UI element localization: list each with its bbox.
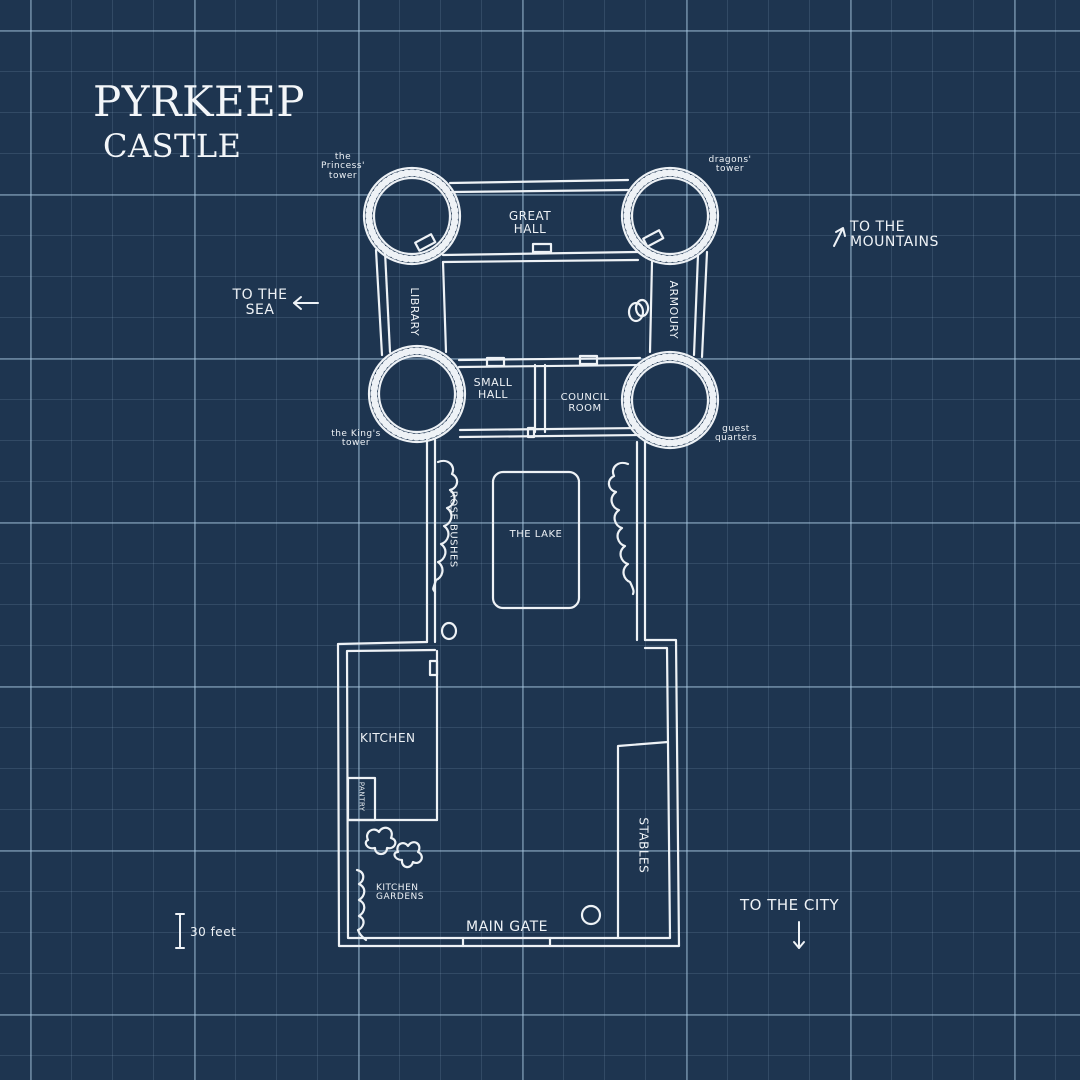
pantry-label: Pantry <box>357 781 366 812</box>
dragons-tower-label: dragons' tower <box>708 155 752 175</box>
small-hall-label: Small Hall <box>473 376 513 401</box>
stables-label: Stables <box>636 817 651 874</box>
dragons-tower-shape <box>620 166 720 266</box>
arrow-sea-icon <box>293 296 319 310</box>
kings-tower-label: the King's tower <box>331 429 381 449</box>
guest-quarters-label: guest quarters <box>714 424 758 444</box>
princess-tower-shape <box>362 166 462 266</box>
rose-bushes-shape <box>432 459 635 596</box>
scale-label: 30 feet <box>190 925 237 939</box>
north-walls <box>441 178 640 264</box>
stables-shape <box>580 740 670 940</box>
guest-tower-shape <box>620 350 720 450</box>
library-wing <box>374 248 448 357</box>
library-label: Library <box>407 287 421 337</box>
halls-block <box>457 354 642 439</box>
direction-mountains-label: To the mountains <box>850 219 939 250</box>
lake-shape <box>491 470 581 610</box>
kitchen-label: Kitchen <box>360 731 416 745</box>
direction-city-label: To the city <box>740 896 840 914</box>
scale-bar-icon <box>175 913 185 949</box>
kitchen-gardens-shape <box>355 826 423 942</box>
main-gate-label: Main Gate <box>466 919 548 935</box>
rose-bushes-label: Rose Bushes <box>447 490 459 568</box>
kitchen-gardens-label: Kitchen Gardens <box>376 883 424 903</box>
great-hall-label: Great Hall <box>508 209 552 236</box>
armoury-wing <box>627 250 709 359</box>
arrow-city-icon <box>793 921 805 949</box>
lake-label: The Lake <box>509 529 563 540</box>
arrows <box>293 227 846 949</box>
direction-sea-label: To the sea <box>232 287 288 318</box>
princess-tower-label: the Princess' tower <box>320 152 365 181</box>
map-title-line2: Castle <box>103 127 242 165</box>
kitchen-shape <box>346 649 439 822</box>
courtyard-walls <box>425 438 647 644</box>
armoury-label: Armoury <box>666 280 680 340</box>
kings-tower-shape <box>367 344 467 444</box>
map-title-line1: Pyrkeep <box>93 77 306 126</box>
arrow-mountains-icon <box>833 227 846 247</box>
council-room-label: Council Room <box>560 392 610 414</box>
